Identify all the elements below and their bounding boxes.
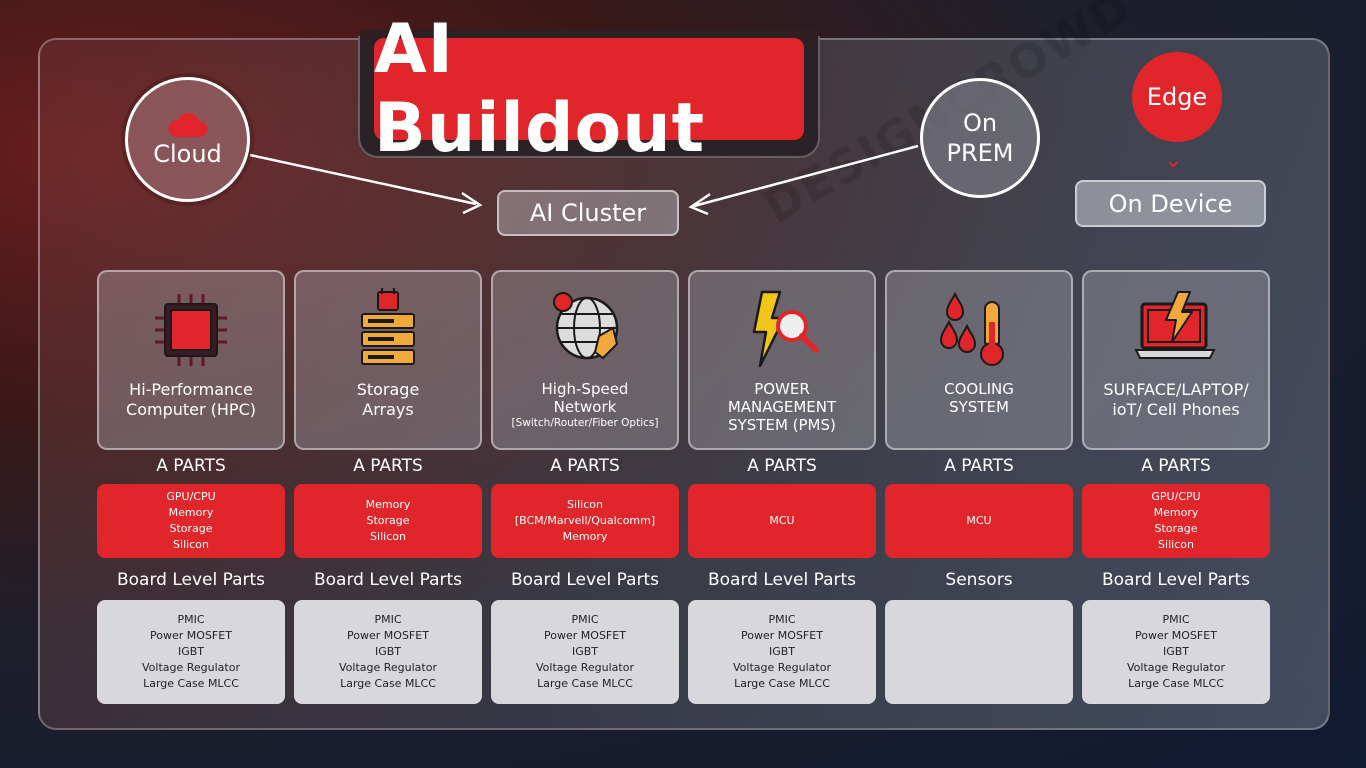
list-item: Power MOSFET bbox=[1135, 629, 1217, 642]
laptop-lightning-icon bbox=[1134, 291, 1216, 359]
onprem-label-line1: On bbox=[962, 109, 998, 137]
list-item: Silicon bbox=[1158, 538, 1194, 551]
category-label: POWER MANAGEMENT SYSTEM (PMS) bbox=[727, 380, 837, 434]
list-item: GPU/CPU bbox=[166, 490, 216, 503]
list-item: Voltage Regulator bbox=[536, 661, 634, 674]
cloud-node: Cloud bbox=[125, 77, 250, 202]
sensors-heading: Sensors bbox=[945, 570, 1013, 590]
board-parts-list: PMIC Power MOSFET IGBT Voltage Regulator… bbox=[1082, 600, 1270, 704]
list-item: [BCM/Marvell/Qualcomm] bbox=[514, 514, 656, 527]
list-item: IGBT bbox=[768, 645, 796, 658]
onprem-label-line2: PREM bbox=[946, 139, 1014, 167]
edge-label: Edge bbox=[1146, 83, 1208, 111]
list-item: IGBT bbox=[374, 645, 402, 658]
list-item: Power MOSFET bbox=[741, 629, 823, 642]
category-card-hpc: Hi-Performance Computer (HPC) bbox=[97, 270, 285, 450]
a-parts-list: MCU bbox=[885, 484, 1073, 558]
board-parts-heading: Board Level Parts bbox=[707, 570, 857, 590]
list-item: IGBT bbox=[177, 645, 205, 658]
board-parts-heading: Board Level Parts bbox=[313, 570, 463, 590]
thermometer-icon bbox=[939, 291, 1004, 366]
list-item: PMIC bbox=[177, 613, 205, 626]
cloud-label: Cloud bbox=[153, 139, 222, 168]
ai-cluster-node: AI Cluster bbox=[497, 190, 679, 236]
list-item: Memory bbox=[1153, 506, 1199, 519]
category-card-cooling: COOLING SYSTEM bbox=[885, 270, 1073, 450]
list-item: PMIC bbox=[768, 613, 796, 626]
category-card-network: High-Speed Network [Switch/Router/Fiber … bbox=[491, 270, 679, 450]
list-item: Large Case MLCC bbox=[537, 677, 633, 690]
list-item: Memory bbox=[365, 498, 411, 511]
list-item: IGBT bbox=[1162, 645, 1190, 658]
category-card-power: POWER MANAGEMENT SYSTEM (PMS) bbox=[688, 270, 876, 450]
list-item: Power MOSFET bbox=[150, 629, 232, 642]
list-item: IGBT bbox=[571, 645, 599, 658]
list-item: PMIC bbox=[1162, 613, 1190, 626]
category-label: High-Speed Network [Switch/Router/Fiber … bbox=[511, 380, 659, 429]
list-item: Storage bbox=[1154, 522, 1198, 535]
board-parts-list: PMIC Power MOSFET IGBT Voltage Regulator… bbox=[688, 600, 876, 704]
a-parts-list: GPU/CPU Memory Storage Silicon bbox=[1082, 484, 1270, 558]
board-parts-heading: Board Level Parts bbox=[116, 570, 266, 590]
list-item: MCU bbox=[966, 514, 992, 527]
list-item: PMIC bbox=[374, 613, 402, 626]
a-parts-heading: A PARTS bbox=[353, 456, 423, 476]
category-card-storage: Storage Arrays bbox=[294, 270, 482, 450]
board-parts-heading: Board Level Parts bbox=[510, 570, 660, 590]
list-item: Silicon bbox=[370, 530, 406, 543]
list-item: Large Case MLCC bbox=[1128, 677, 1224, 690]
list-item: Memory bbox=[562, 530, 608, 543]
list-item: Large Case MLCC bbox=[340, 677, 436, 690]
list-item: Power MOSFET bbox=[347, 629, 429, 642]
list-item: Silicon bbox=[567, 498, 603, 511]
category-label: Storage Arrays bbox=[356, 380, 420, 419]
list-item: Voltage Regulator bbox=[1127, 661, 1225, 674]
list-item: GPU/CPU bbox=[1151, 490, 1201, 503]
ai-cluster-label: AI Cluster bbox=[529, 199, 647, 227]
list-item: Large Case MLCC bbox=[143, 677, 239, 690]
list-item: PMIC bbox=[571, 613, 599, 626]
category-label: COOLING SYSTEM bbox=[944, 380, 1014, 416]
category-card-devices: SURFACE/LAPTOP/ ioT/ Cell Phones bbox=[1082, 270, 1270, 450]
a-parts-list: Memory Storage Silicon bbox=[294, 484, 482, 558]
board-parts-list: PMIC Power MOSFET IGBT Voltage Regulator… bbox=[294, 600, 482, 704]
power-lightning-icon bbox=[752, 290, 819, 368]
list-item: Voltage Regulator bbox=[733, 661, 831, 674]
on-device-label: On Device bbox=[1108, 189, 1233, 218]
storage-lock-icon bbox=[361, 288, 415, 365]
cloud-icon bbox=[167, 112, 208, 137]
a-parts-list: MCU bbox=[688, 484, 876, 558]
board-parts-heading: Board Level Parts bbox=[1101, 570, 1251, 590]
chevron-down-icon: ⌄ bbox=[1164, 148, 1183, 173]
a-parts-list: GPU/CPU Memory Storage Silicon bbox=[97, 484, 285, 558]
a-parts-heading: A PARTS bbox=[944, 456, 1014, 476]
a-parts-heading: A PARTS bbox=[550, 456, 620, 476]
list-item: Storage bbox=[366, 514, 410, 527]
a-parts-heading: A PARTS bbox=[156, 456, 226, 476]
list-item: Storage bbox=[169, 522, 213, 535]
edge-node: Edge bbox=[1132, 52, 1222, 142]
list-item: Memory bbox=[168, 506, 214, 519]
board-parts-list: PMIC Power MOSFET IGBT Voltage Regulator… bbox=[491, 600, 679, 704]
category-label: SURFACE/LAPTOP/ ioT/ Cell Phones bbox=[1103, 380, 1249, 419]
board-parts-list: PMIC Power MOSFET IGBT Voltage Regulator… bbox=[97, 600, 285, 704]
list-item: Silicon bbox=[173, 538, 209, 551]
category-label: Hi-Performance Computer (HPC) bbox=[126, 380, 256, 419]
on-device-node: On Device bbox=[1075, 180, 1266, 227]
list-item: Voltage Regulator bbox=[339, 661, 437, 674]
a-parts-list: Silicon [BCM/Marvell/Qualcomm] Memory bbox=[491, 484, 679, 558]
cpu-chip-icon bbox=[155, 294, 227, 366]
sensors-list bbox=[885, 600, 1073, 704]
onprem-node: On PREM bbox=[920, 78, 1040, 198]
a-parts-heading: A PARTS bbox=[1141, 456, 1211, 476]
list-item: Large Case MLCC bbox=[734, 677, 830, 690]
a-parts-heading: A PARTS bbox=[747, 456, 817, 476]
globe-network-icon bbox=[553, 292, 619, 360]
list-item: Power MOSFET bbox=[544, 629, 626, 642]
list-item: Voltage Regulator bbox=[142, 661, 240, 674]
list-item: MCU bbox=[769, 514, 795, 527]
